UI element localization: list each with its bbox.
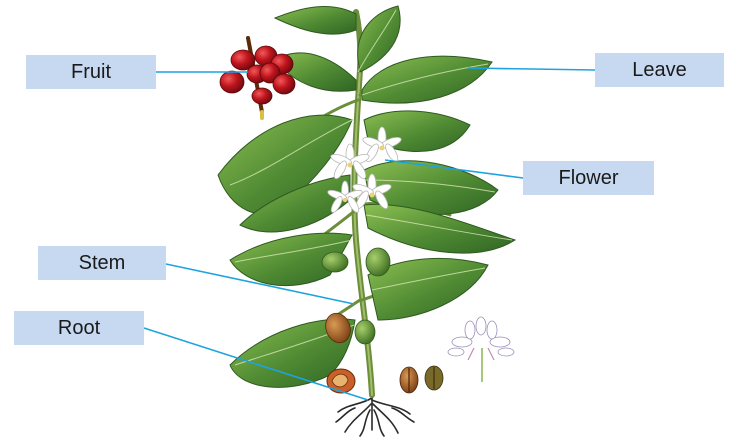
stem-label: Stem (38, 246, 166, 280)
leave-label: Leave (595, 53, 724, 87)
leave-leader-line (468, 68, 595, 70)
flower-detail (448, 317, 514, 382)
leaf (362, 56, 492, 103)
coffee-beans (400, 366, 443, 393)
flower-label: Flower (523, 161, 654, 195)
fruit-cluster (220, 38, 295, 118)
fruit-label: Fruit (26, 55, 156, 89)
root-label: Root (14, 311, 144, 345)
roots (336, 392, 414, 436)
coffee-plant (218, 6, 515, 436)
leaf (275, 6, 356, 34)
bean-cross-section (327, 369, 355, 393)
